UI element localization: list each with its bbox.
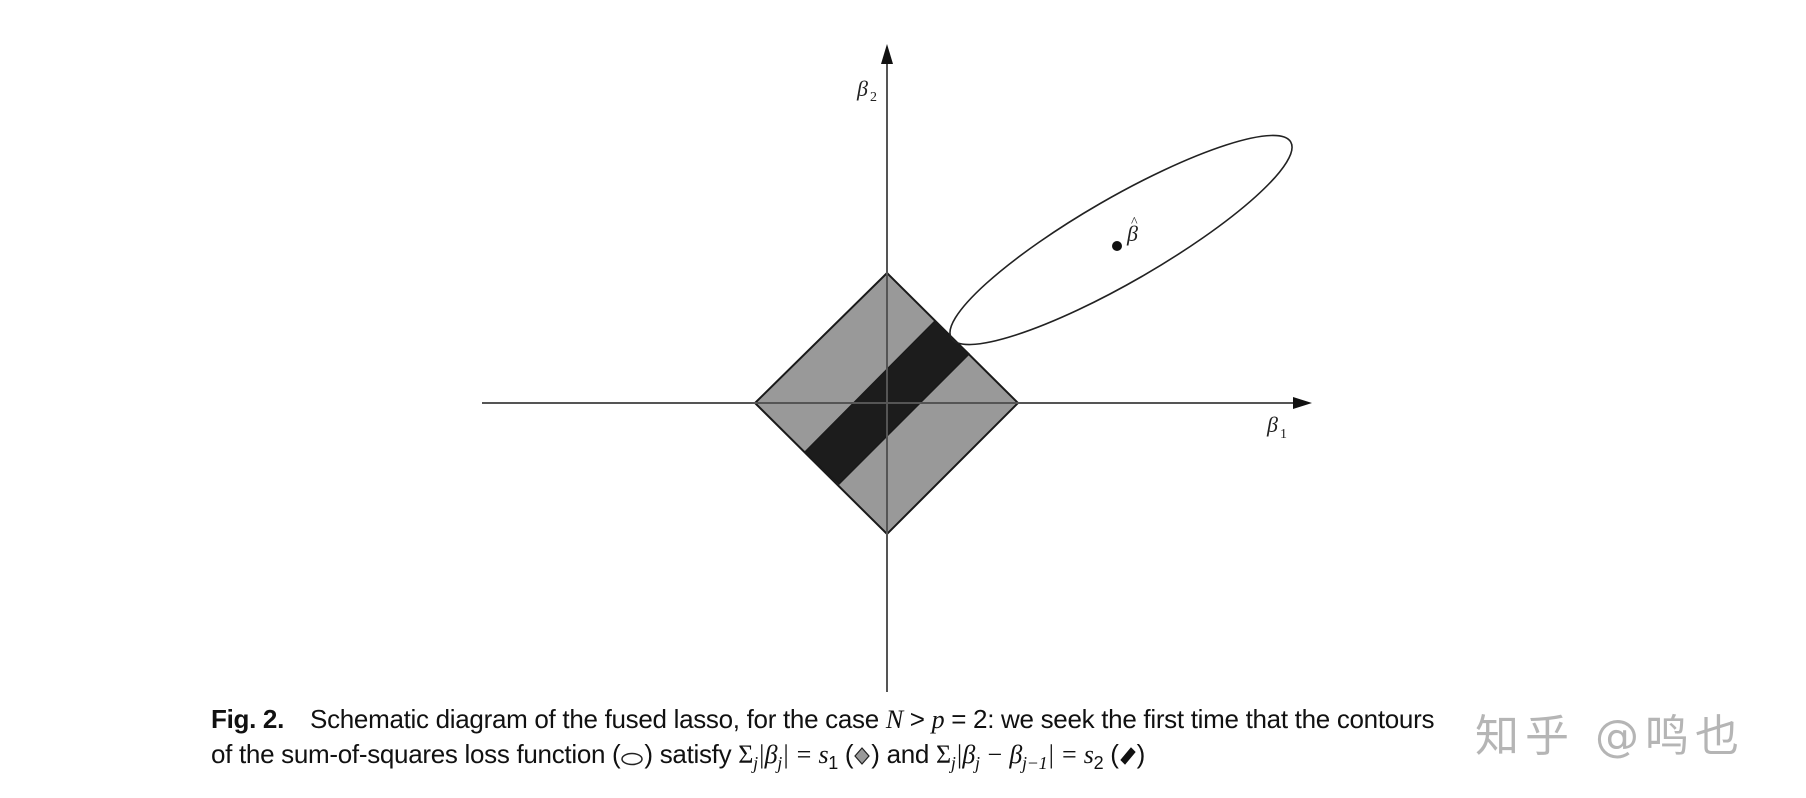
math-sub-j-minus-1: j−1 — [1022, 753, 1048, 773]
math-sub-j: j — [950, 753, 956, 773]
x-axis-label-sub: 1 — [1280, 427, 1287, 442]
y-axis-arrow-icon — [881, 44, 893, 64]
caption-text: ( — [1103, 739, 1119, 769]
caption-text: ( — [838, 739, 854, 769]
math-sub-j: j — [975, 753, 980, 773]
math-sub-j: j — [777, 753, 782, 773]
math-sub-j: j — [753, 753, 758, 773]
band-symbol-icon — [1119, 747, 1136, 765]
beta-hat-point — [1112, 241, 1122, 251]
math-sub-2: 2 — [1093, 753, 1104, 773]
loss-contour-ellipse — [949, 134, 1293, 346]
math-gt: > — [902, 704, 932, 734]
math-N: N — [885, 705, 903, 734]
math-minus-beta: − β — [979, 740, 1023, 769]
math-sigma: Σ — [935, 740, 951, 769]
caption-text: of the sum-of-squares loss function ( — [211, 739, 621, 769]
ellipse-symbol-icon — [621, 752, 644, 766]
math-p: p — [931, 705, 945, 734]
math-sigma: Σ — [738, 740, 754, 769]
math-eq-s2: | = s — [1047, 740, 1094, 769]
caption-text: ) and — [871, 739, 936, 769]
caption-line-2: of the sum-of-squares loss function ( ) s… — [211, 737, 1611, 780]
diamond-symbol-icon — [854, 747, 871, 765]
x-axis-label: β — [1266, 412, 1278, 437]
caption-text: Schematic diagram of the fused lasso, fo… — [310, 704, 886, 734]
math-abs-beta: |β — [757, 740, 778, 769]
caption-text: = 2: we seek the first time that the con… — [944, 704, 1435, 734]
fused-lasso-diagram: β ^ β 2 β 1 — [482, 44, 1312, 692]
math-abs-beta: |β — [955, 740, 976, 769]
caption-text: ) — [1136, 739, 1146, 769]
y-axis-label: β — [856, 76, 868, 101]
figure-number: Fig. 2. — [211, 704, 285, 734]
figure-caption: Fig. 2. Schematic diagram of the fused la… — [211, 702, 1611, 780]
caption-line-1: Fig. 2. Schematic diagram of the fused la… — [211, 702, 1611, 737]
math-sub-1: 1 — [828, 753, 838, 773]
math-eq-s1: | = s — [781, 740, 829, 769]
y-axis-label-sub: 2 — [870, 90, 877, 105]
caption-text: ) satisfy — [644, 739, 739, 769]
x-axis-arrow-icon — [1293, 397, 1312, 409]
beta-hat-label: β — [1126, 221, 1138, 246]
beta-hat-accent: ^ — [1131, 215, 1138, 230]
